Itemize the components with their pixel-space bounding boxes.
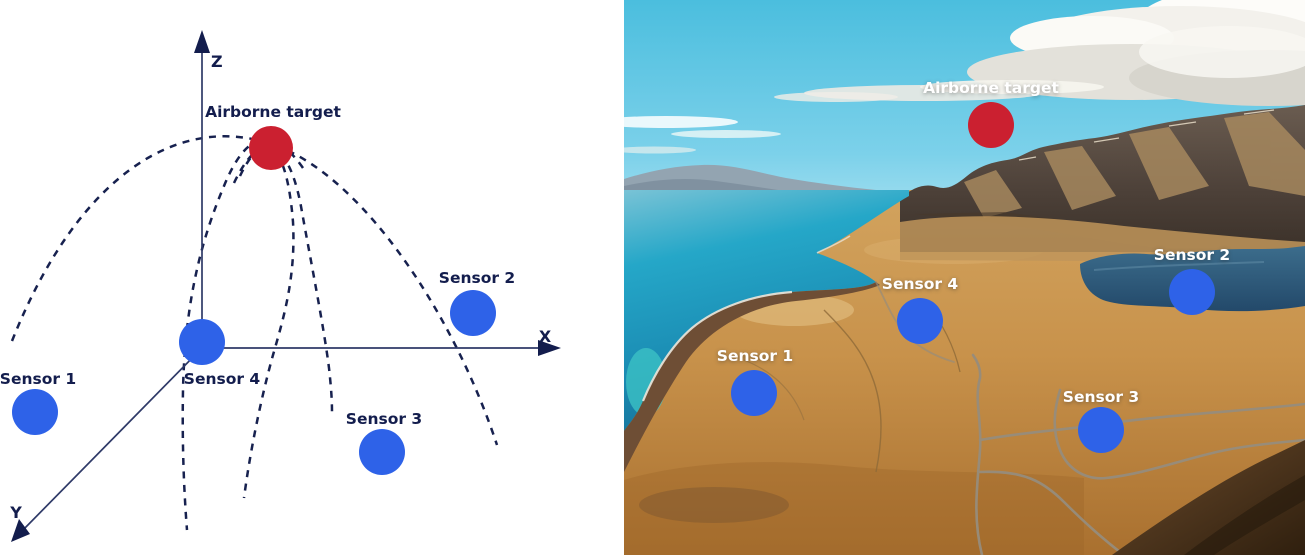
photo-svg: Airborne target Sensor 1 Sensor 2 Sensor… xyxy=(624,0,1305,555)
diagram-target-marker xyxy=(249,126,293,170)
diagram-sensor3-label: Sensor 3 xyxy=(346,410,422,428)
lake-reflection xyxy=(1093,261,1265,271)
photo-sensor2-marker xyxy=(1169,269,1215,315)
photo-sensor3-marker xyxy=(1078,407,1124,453)
tdoa-curves xyxy=(10,135,499,531)
axes xyxy=(21,48,542,532)
photo-target-label: Airborne target xyxy=(923,79,1059,97)
mountains xyxy=(900,105,1305,262)
z-axis-arrow-icon xyxy=(194,30,210,53)
photo-sensor4-marker xyxy=(897,298,943,344)
diagram-sensor4-marker xyxy=(179,319,225,365)
diagram-target-label: Airborne target xyxy=(205,103,341,121)
photo-sensor3-label: Sensor 3 xyxy=(1063,388,1139,406)
photo-panel: Airborne target Sensor 1 Sensor 2 Sensor… xyxy=(624,0,1305,555)
photo-sensor2-label: Sensor 2 xyxy=(1154,246,1230,264)
z-axis-label: Z xyxy=(211,52,223,71)
y-axis-label: Y xyxy=(9,503,22,522)
x-axis-arrow-icon xyxy=(538,340,561,356)
clouds xyxy=(624,0,1305,154)
hyperbola-wide-arc xyxy=(10,135,499,446)
photo-sensor4-label: Sensor 4 xyxy=(882,275,959,293)
y-axis xyxy=(21,347,203,532)
photo-markers xyxy=(731,102,1215,453)
diagram-sensor1-marker xyxy=(12,389,58,435)
diagram-sensor2-label: Sensor 2 xyxy=(439,269,515,287)
photo-sensor1-label: Sensor 1 xyxy=(717,347,793,365)
diagram-sensor4-label: Sensor 4 xyxy=(184,370,261,388)
photo-target-marker xyxy=(968,102,1014,148)
y-axis-arrow-icon xyxy=(11,519,30,542)
x-axis-label: X xyxy=(539,327,552,346)
diagram-svg: Z X Y Airborne target Sensor 1 Sensor 2 … xyxy=(0,30,561,542)
shoreline xyxy=(624,235,880,472)
slope-ridge xyxy=(1184,475,1305,555)
axis-arrowheads xyxy=(11,30,561,542)
photo-sensor1-marker xyxy=(731,370,777,416)
diagram-sensor1-label: Sensor 1 xyxy=(0,370,76,388)
hyperbola-leg-mid xyxy=(238,145,295,499)
diagram-sensor3-marker xyxy=(359,429,405,475)
diagram-panel: Z X Y Airborne target Sensor 1 Sensor 2 … xyxy=(0,0,624,555)
sea xyxy=(624,190,909,431)
diagram-sensor2-marker xyxy=(450,290,496,336)
